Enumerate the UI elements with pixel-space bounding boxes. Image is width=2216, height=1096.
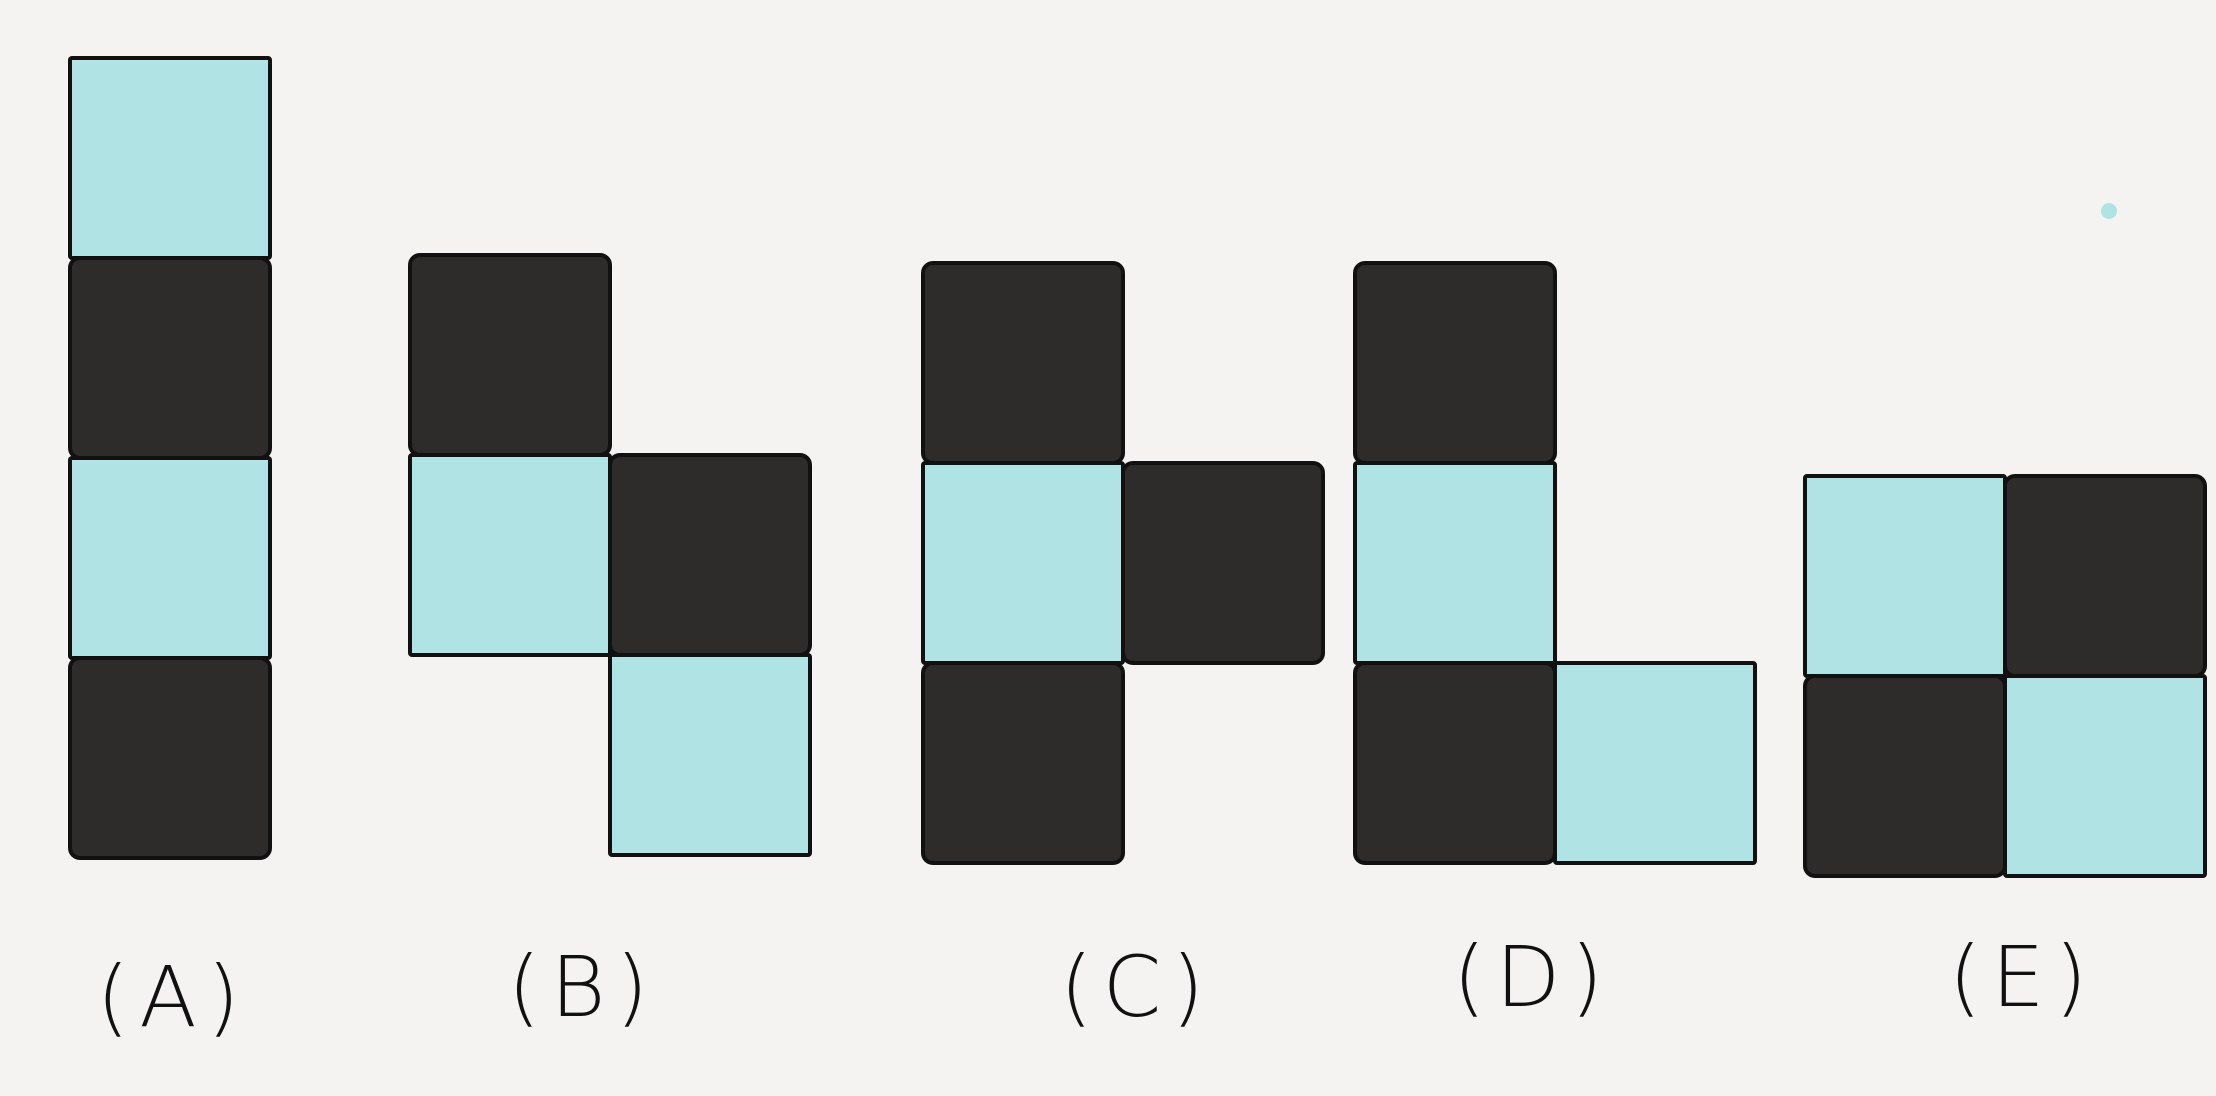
figure-e <box>1803 474 2207 878</box>
dark-square <box>1353 661 1557 865</box>
light-square <box>1553 661 1757 865</box>
dark-square <box>1803 674 2007 878</box>
dark-square <box>1353 261 1557 465</box>
light-square <box>408 453 612 657</box>
light-square <box>68 456 272 660</box>
dark-square <box>2003 474 2207 678</box>
light-square <box>921 461 1125 665</box>
label-c: (C) <box>1059 938 1215 1036</box>
label-e: (E) <box>1948 928 2098 1026</box>
label-d: (D) <box>1452 928 1614 1026</box>
light-square <box>68 56 272 260</box>
figure-d <box>1353 261 1757 865</box>
dark-square <box>608 453 812 657</box>
dark-square <box>68 656 272 860</box>
label-a: (A) <box>96 948 250 1046</box>
stray-dot <box>2101 203 2117 219</box>
dark-square <box>1121 461 1325 665</box>
dark-square <box>68 256 272 460</box>
light-square <box>608 653 812 857</box>
light-square <box>2003 674 2207 878</box>
figure-c <box>921 261 1325 865</box>
dark-square <box>408 253 612 457</box>
figure-b <box>408 253 812 857</box>
light-square <box>1803 474 2007 678</box>
label-b: (B) <box>507 938 659 1036</box>
figure-a <box>68 56 272 860</box>
light-square <box>1353 461 1557 665</box>
dark-square <box>921 661 1125 865</box>
dark-square <box>921 261 1125 465</box>
